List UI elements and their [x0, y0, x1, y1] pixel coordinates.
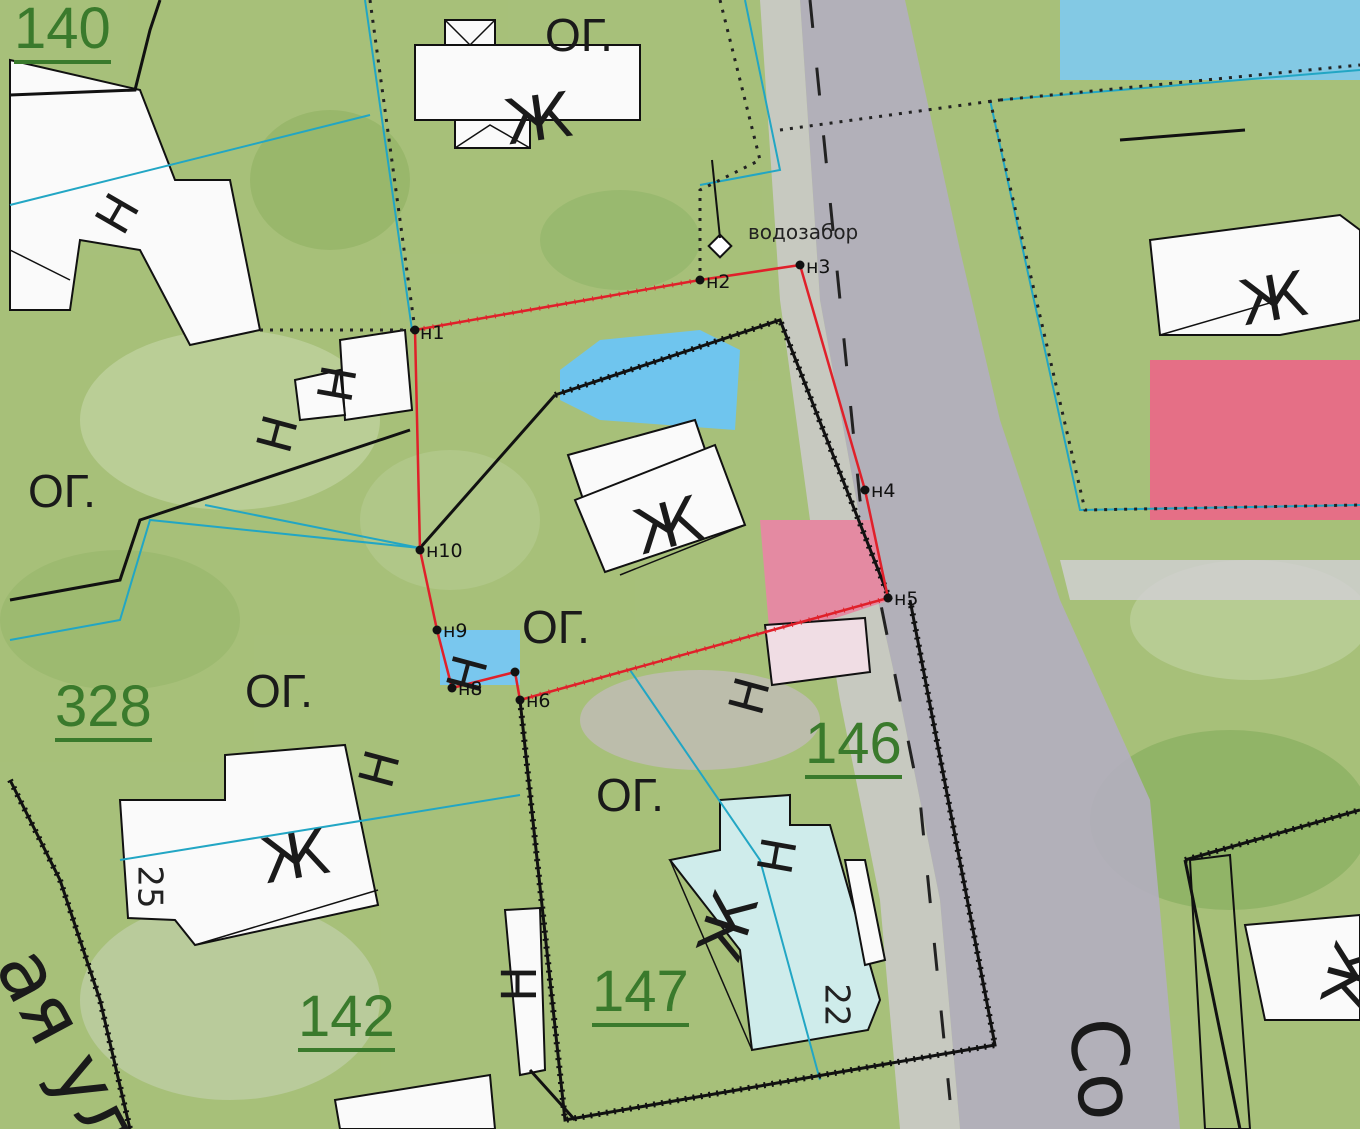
land-use-og-label: ОГ.	[245, 665, 313, 717]
point-n7	[510, 667, 520, 677]
land-use-zh-label: Ж	[500, 77, 577, 160]
parcel-number-142: 142	[298, 988, 395, 1052]
roofs	[760, 360, 1360, 640]
building-diagonals	[9, 19, 1281, 1051]
land-use-zh-label: Ж	[1234, 256, 1313, 341]
street-name-right: Со	[1049, 1012, 1153, 1126]
point-label-n6: н6	[526, 690, 551, 712]
point-n9	[432, 625, 442, 635]
house-number-22: 22	[816, 983, 857, 1027]
point-n5	[883, 593, 893, 603]
boundary-points	[410, 260, 893, 705]
land-use-og-label: ОГ.	[28, 465, 96, 517]
point-label-n3: н3	[806, 256, 831, 278]
point-n2	[695, 275, 705, 285]
point-label-n1: н1	[420, 322, 445, 344]
point-n4	[860, 485, 870, 495]
point-n10	[415, 545, 425, 555]
water-patches	[440, 0, 1360, 685]
land-use-og-label: ОГ.	[545, 9, 613, 61]
water-intake-icon	[707, 159, 733, 259]
parcel-number-146: 146	[805, 715, 902, 779]
land-use-zh-label: Ж	[256, 814, 335, 899]
water-intake-label: водозабор	[748, 220, 859, 244]
point-label-n9: н9	[443, 620, 468, 642]
land-use-og-label: ОГ.	[522, 601, 590, 653]
point-n6	[515, 695, 525, 705]
parcel-number-147: 147	[592, 963, 689, 1027]
land-use-og-label: ОГ.	[596, 769, 664, 821]
point-n1	[410, 325, 420, 335]
point-label-n5: н5	[894, 588, 919, 610]
dotted-boundaries	[260, 0, 1360, 512]
parcel-number-140: 140	[14, 0, 111, 64]
house-number-25: 25	[129, 865, 170, 909]
point-n8	[447, 683, 457, 693]
road-branch	[1060, 560, 1360, 600]
point-label-n8: н8	[458, 678, 483, 700]
land-use-n-label: Н	[492, 965, 549, 1003]
parcel-boundary-new-hatch	[414, 277, 889, 703]
road-dashes	[808, 0, 952, 1101]
parcel-number-328: 328	[55, 678, 152, 742]
point-label-n4: н4	[871, 480, 896, 502]
road	[800, 0, 1180, 1129]
point-label-n10: н10	[426, 540, 463, 562]
existing-boundaries	[7, 0, 1360, 1129]
point-n3	[795, 260, 805, 270]
point-label-n2: н2	[706, 271, 731, 293]
buildings	[9, 19, 1360, 1129]
